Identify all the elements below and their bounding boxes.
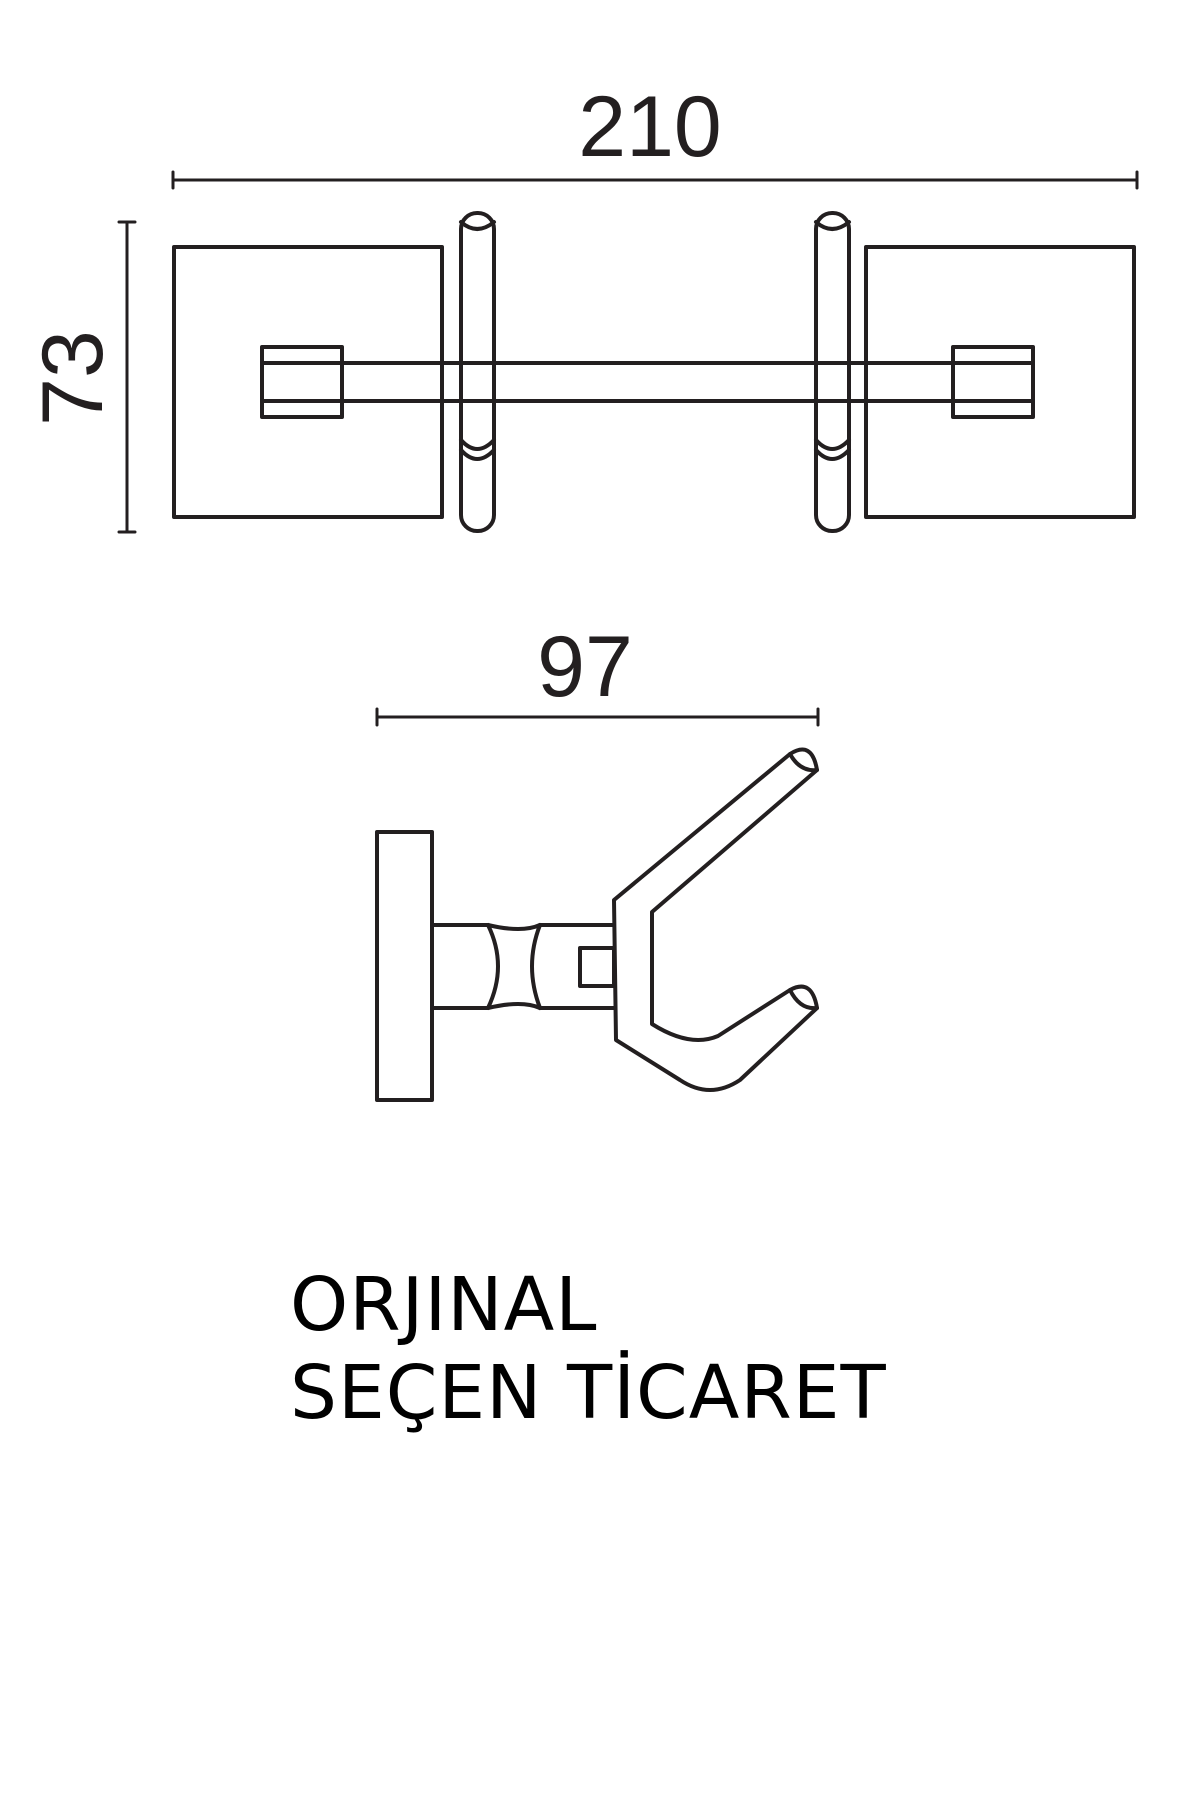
right-wall-plate <box>864 245 1136 519</box>
center-bar <box>260 361 1035 403</box>
side-neck <box>430 923 616 1010</box>
right-hook-front <box>814 211 851 533</box>
width-dimension-label: 210 <box>578 79 722 175</box>
height-dimension: 73 <box>25 220 137 534</box>
depth-dimension-label: 97 <box>537 619 633 715</box>
left-hook-front <box>459 211 496 533</box>
right-bracket <box>951 345 1035 419</box>
height-dimension-label: 73 <box>25 330 121 426</box>
front-view <box>172 211 1136 533</box>
width-dimension: 210 <box>171 79 1139 190</box>
caption-line-2: SEÇEN TİCARET <box>290 1350 887 1436</box>
left-bracket <box>260 345 344 419</box>
side-double-hook <box>612 747 819 1092</box>
side-wall-plate <box>375 830 434 1102</box>
side-view <box>375 747 819 1102</box>
depth-dimension: 97 <box>375 619 820 727</box>
caption-line-1: ORJINAL <box>290 1262 598 1348</box>
left-wall-plate <box>172 245 444 519</box>
